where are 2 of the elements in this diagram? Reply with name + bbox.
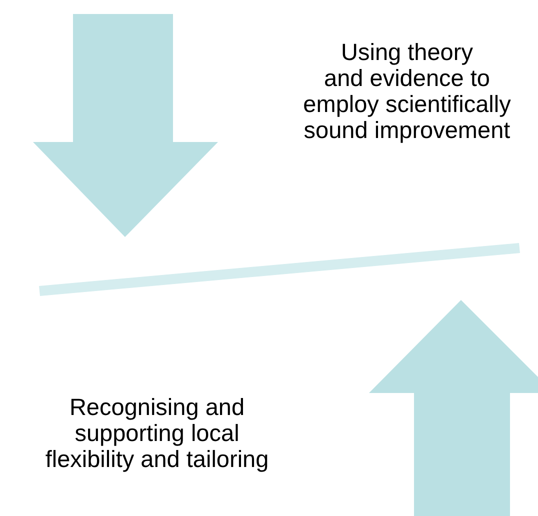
caption-text: Using theory and evidence to employ scientifically sound improvement <box>302 39 512 143</box>
caption-text: Recognising and supporting local flexibility and tailoring <box>44 394 270 472</box>
